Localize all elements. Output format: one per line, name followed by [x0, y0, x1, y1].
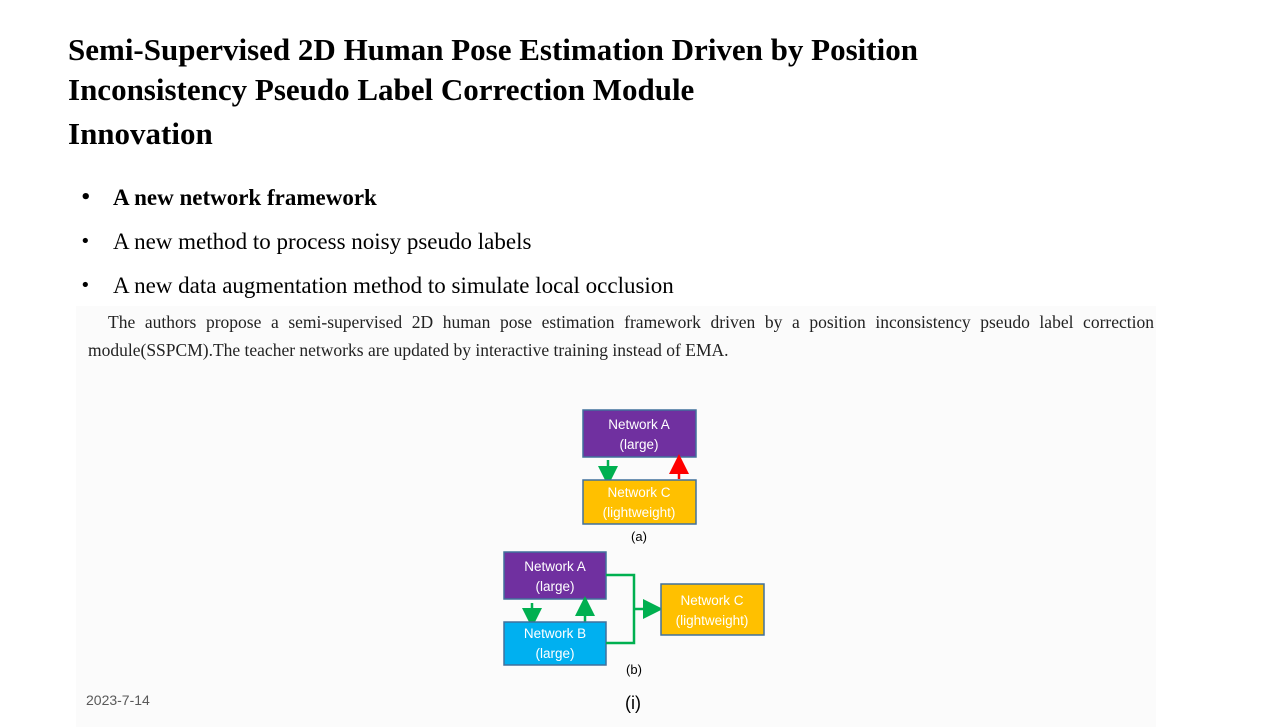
description-paragraph: The authors propose a semi-supervised 2D… — [88, 312, 1154, 360]
diagram-a-network-a-box — [582, 409, 697, 458]
bullet-icon: • — [80, 187, 92, 208]
diagram-b-network-b-label: Network B — [524, 626, 586, 641]
bullet-item: • A new method to process noisy pseudo l… — [80, 224, 674, 268]
diagram-a-network-c-box — [582, 479, 697, 525]
diagram-b-network-a-label: Network A — [524, 559, 586, 574]
diagram-a-network-a-sub: (large) — [619, 437, 658, 452]
diagram-b-network-a-box — [503, 551, 607, 600]
slide-title-line-1: Semi-Supervised 2D Human Pose Estimation… — [68, 32, 918, 67]
bullet-list: • A new network framework • A new method… — [80, 180, 674, 312]
figure-caption: (i) — [625, 693, 641, 713]
bullet-text: A new method to process noisy pseudo lab… — [113, 229, 532, 254]
bullet-text: A new network framework — [113, 185, 377, 210]
slide-subtitle: Innovation — [68, 116, 213, 151]
diagram-b-network-c-sub: (lightweight) — [676, 613, 749, 628]
diagram-a-network-a-label: Network A — [608, 417, 670, 432]
bullet-icon: • — [80, 231, 91, 252]
diagram-a-network-c-label: Network C — [607, 485, 670, 500]
network-diagram: Network A (large) Network C (lightweight… — [503, 409, 765, 713]
diagram-b-network-c-label: Network C — [680, 593, 743, 608]
bullet-item: • A new data augmentation method to simu… — [80, 268, 674, 312]
bullet-icon: • — [80, 275, 91, 296]
diagram-b-network-a-sub: (large) — [535, 579, 574, 594]
slide-title: Semi-Supervised 2D Human Pose Estimation… — [68, 30, 1068, 110]
diagram-b-network-b-box — [503, 621, 607, 666]
bullet-item: • A new network framework — [80, 180, 674, 224]
diagram-b-network-c-box — [660, 583, 765, 636]
diagram-b-caption: (b) — [626, 662, 642, 677]
slide-title-line-2: Inconsistency Pseudo Label Correction Mo… — [68, 72, 695, 107]
diagram-b-merge-connector — [606, 573, 636, 645]
slide-date: 2023-7-14 — [86, 692, 150, 708]
diagram-a-caption: (a) — [631, 529, 647, 544]
bullet-text: A new data augmentation method to simula… — [113, 273, 674, 298]
diagram-b-network-b-sub: (large) — [535, 646, 574, 661]
diagram-a-network-c-sub: (lightweight) — [603, 505, 676, 520]
